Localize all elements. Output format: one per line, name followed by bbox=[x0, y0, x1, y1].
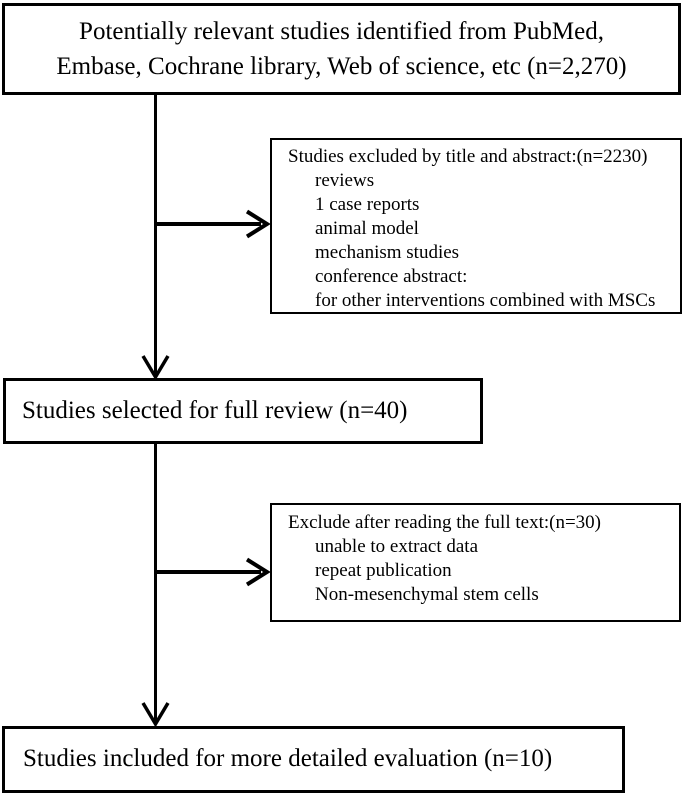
identified-text-line2: Embase, Cochrane library, Web of science… bbox=[56, 53, 627, 80]
excluded-title-abstract-title: Studies excluded by title and abstract:(… bbox=[288, 146, 648, 167]
exclusion-item: repeat publication bbox=[315, 560, 452, 581]
exclusion-item: mechanism studies bbox=[315, 242, 460, 263]
exclusion-item: Non-mesenchymal stem cells bbox=[315, 584, 539, 605]
arrow-fullreview-to-included-head bbox=[141, 702, 170, 728]
flow-box-excluded-full-text: Exclude after reading the full text:(n=3… bbox=[270, 503, 681, 622]
exclusion-item: for other interventions combined with MS… bbox=[315, 290, 656, 311]
arrow-identified-to-fullreview-head bbox=[141, 355, 170, 381]
exclusion-item: 1 case reports bbox=[315, 194, 420, 215]
exclusion-item: reviews bbox=[315, 170, 375, 191]
arrow-to-excluded-fulltext-head bbox=[245, 557, 271, 587]
arrow-to-excluded-title-abstract-head bbox=[245, 209, 271, 239]
exclusion-item: unable to extract data bbox=[315, 536, 479, 557]
flow-box-excluded-title-abstract: Studies excluded by title and abstract:(… bbox=[270, 138, 682, 314]
included-text: Studies included for more detailed evalu… bbox=[23, 745, 553, 773]
full-review-text: Studies selected for full review (n=40) bbox=[22, 396, 408, 424]
identified-text-line1: Potentially relevant studies identified … bbox=[79, 18, 604, 45]
flow-box-full-review: Studies selected for full review (n=40) bbox=[3, 378, 483, 444]
flow-box-identified: Potentially relevant studies identified … bbox=[2, 3, 681, 95]
exclusion-item: conference abstract: bbox=[315, 266, 468, 287]
flow-box-included: Studies included for more detailed evalu… bbox=[2, 726, 625, 793]
excluded-full-text-title: Exclude after reading the full text:(n=3… bbox=[288, 512, 602, 533]
exclusion-item: animal model bbox=[315, 218, 419, 239]
